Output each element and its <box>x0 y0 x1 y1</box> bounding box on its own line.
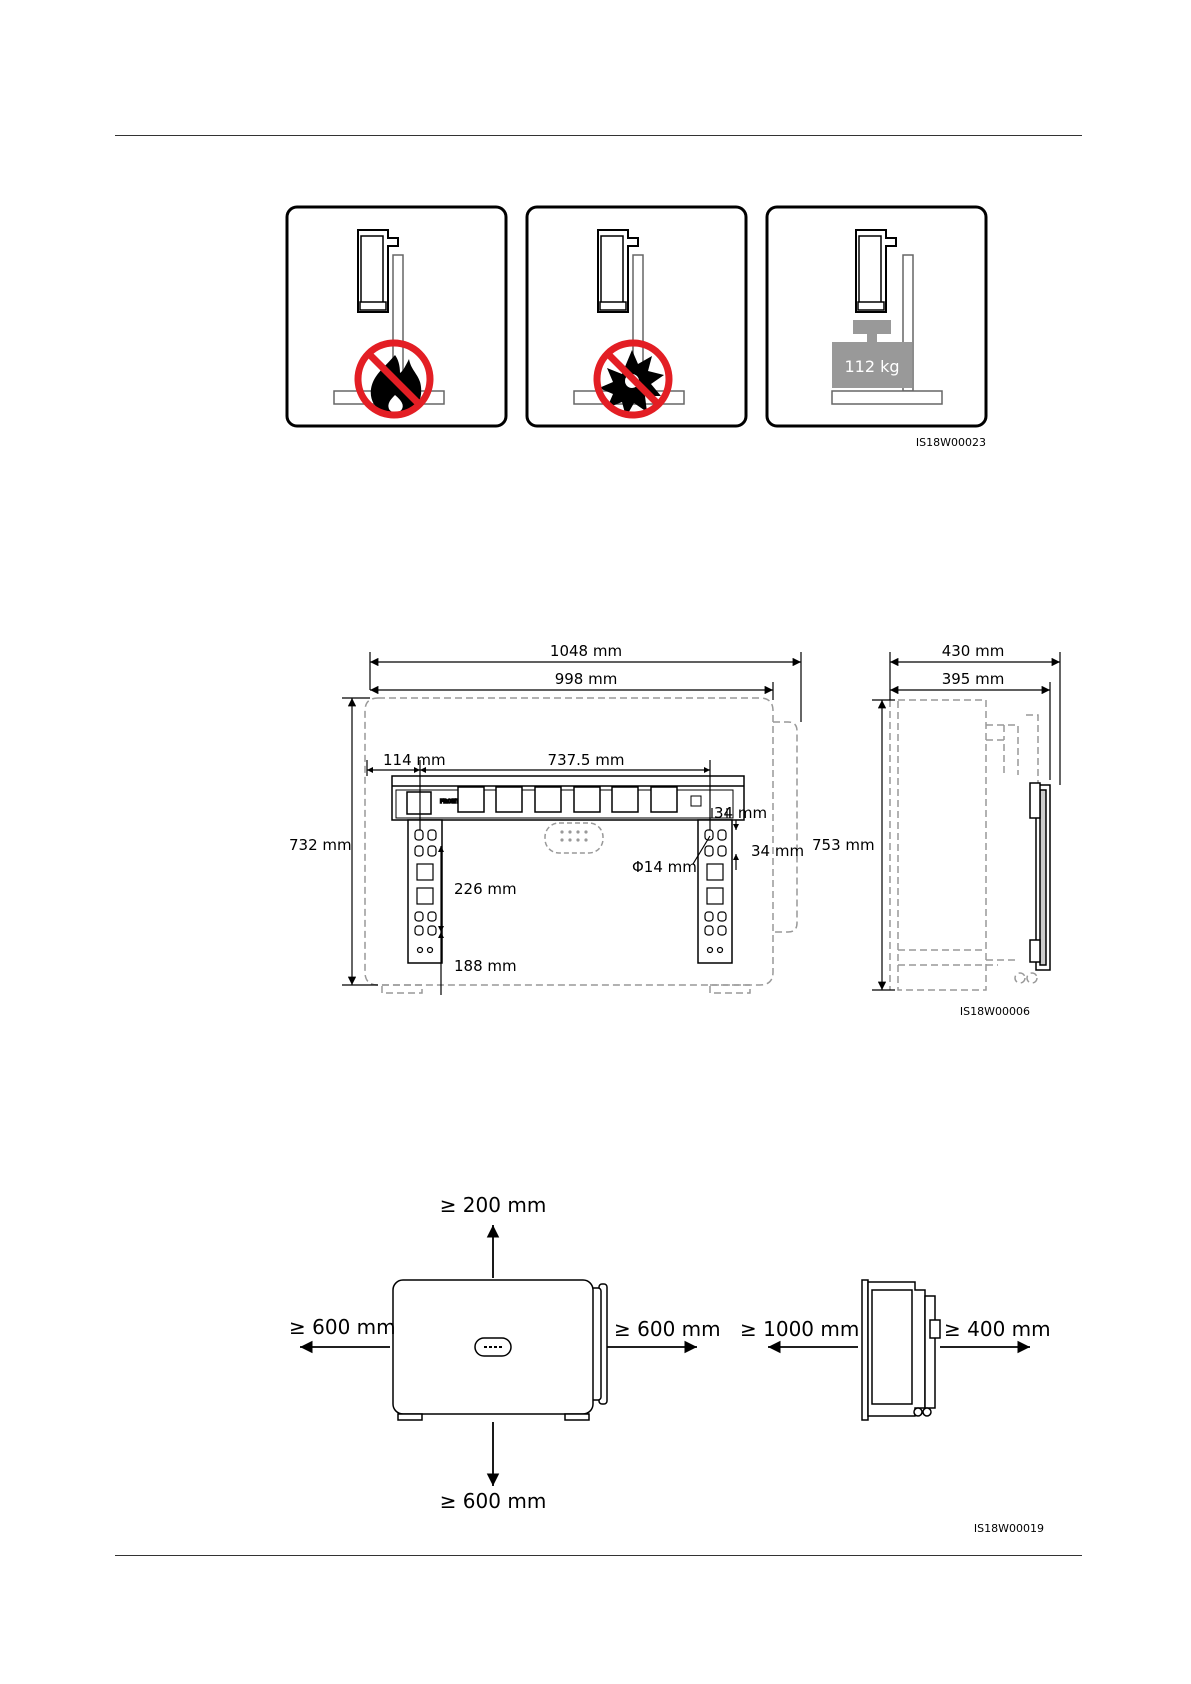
figure-clearances: ≥ 200 mm ≥ 600 mm ≥ 600 mm ≥ 600 mm ≥ 10… <box>289 1193 1051 1535</box>
figure-code: IS18W00019 <box>974 1522 1044 1535</box>
dim-slot-h: 34 mm <box>714 804 767 822</box>
dim-slot-v: 34 mm <box>751 842 804 860</box>
inverter-front-view <box>393 1280 607 1420</box>
figure-code: IS18W00023 <box>916 436 986 449</box>
dim-hole-diameter: Φ14 mm <box>632 858 697 876</box>
inverter-side-view <box>862 1280 940 1420</box>
dim-depth-total: 430 mm <box>942 642 1005 660</box>
dim-depth-body: 395 mm <box>942 670 1005 688</box>
clearance-bottom: ≥ 600 mm <box>440 1489 547 1513</box>
panel-no-flammable <box>287 207 506 426</box>
figure-code: IS18W00006 <box>960 1005 1030 1018</box>
dim-height-total: 753 mm <box>812 836 875 854</box>
dim-left-offset: 114 mm <box>383 751 446 769</box>
dim-hole-spacing: 737.5 mm <box>548 751 625 769</box>
inverter-outline-side <box>890 700 1050 990</box>
panel-load-bearing: 112 kg <box>767 207 986 426</box>
clearance-right: ≥ 600 mm <box>614 1317 721 1341</box>
clearance-left: ≥ 600 mm <box>289 1315 396 1339</box>
dim-bracket-low: 188 mm <box>454 957 517 975</box>
clearance-top: ≥ 200 mm <box>440 1193 547 1217</box>
clearance-front: ≥ 1000 mm <box>740 1317 859 1341</box>
weight-label: 112 kg <box>844 357 899 376</box>
dim-width-body: 998 mm <box>555 670 618 688</box>
figure-dimensions: FRONT <box>289 642 1060 1018</box>
dim-width-total: 1048 mm <box>550 642 622 660</box>
panel-label: FRONT <box>440 799 460 805</box>
clearance-back: ≥ 400 mm <box>944 1317 1051 1341</box>
dim-bracket-mid: 226 mm <box>454 880 517 898</box>
dim-height-body: 732 mm <box>289 836 352 854</box>
figure-installation-requirements: 112 kg IS18W00023 <box>287 207 986 449</box>
panel-no-explosive <box>527 207 746 426</box>
